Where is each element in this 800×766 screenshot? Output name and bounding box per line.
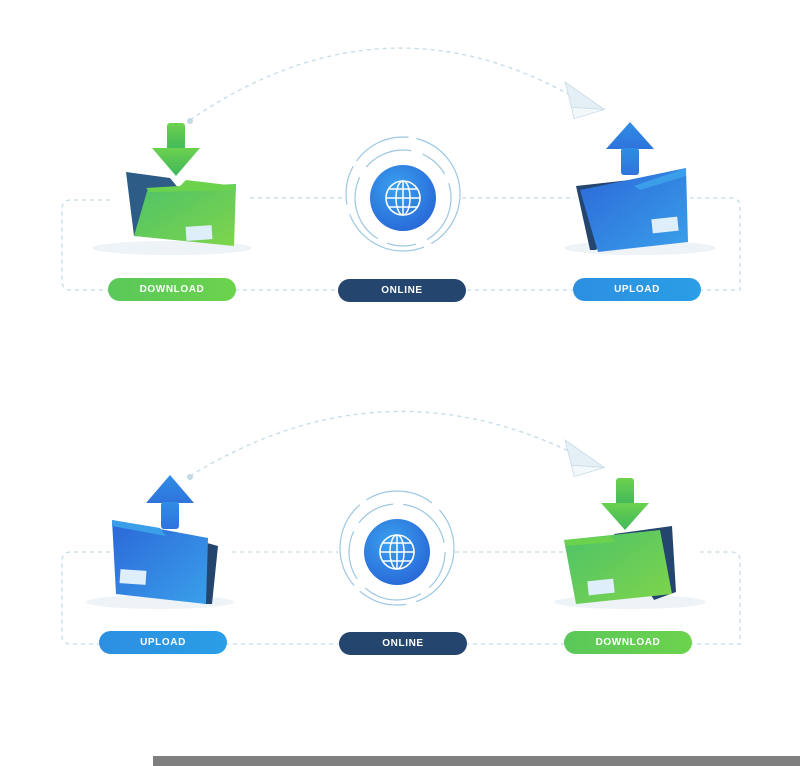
diagram-artwork xyxy=(61,47,741,291)
folder-icon xyxy=(112,520,218,604)
download-label: DOWNLOAD xyxy=(564,631,692,654)
folder-icon xyxy=(126,172,236,246)
online-label: ONLINE xyxy=(338,279,466,302)
globe-icon xyxy=(339,490,455,606)
flight-path xyxy=(189,47,571,121)
paper-plane-icon xyxy=(564,439,606,478)
upload-arrow-icon xyxy=(606,122,654,175)
download-arrow-icon xyxy=(152,123,200,176)
download-arrow-icon xyxy=(601,478,649,530)
folder-icon xyxy=(564,526,676,604)
bottom-bar xyxy=(153,756,800,766)
upload-label: UPLOAD xyxy=(573,278,701,301)
transfer-diagram-top: DOWNLOAD ONLINE UPLOAD xyxy=(0,0,800,330)
globe-icon xyxy=(345,136,461,252)
download-label: DOWNLOAD xyxy=(108,278,236,301)
folder-icon xyxy=(576,168,688,252)
dashed-connector xyxy=(61,197,741,291)
upload-label: UPLOAD xyxy=(99,631,227,654)
paper-plane-icon xyxy=(564,81,606,120)
transfer-diagram-bottom: UPLOAD ONLINE DOWNLOAD xyxy=(0,354,800,684)
online-label: ONLINE xyxy=(339,632,467,655)
diagram-artwork xyxy=(61,410,741,645)
flight-path xyxy=(189,410,576,477)
upload-arrow-icon xyxy=(146,475,194,529)
